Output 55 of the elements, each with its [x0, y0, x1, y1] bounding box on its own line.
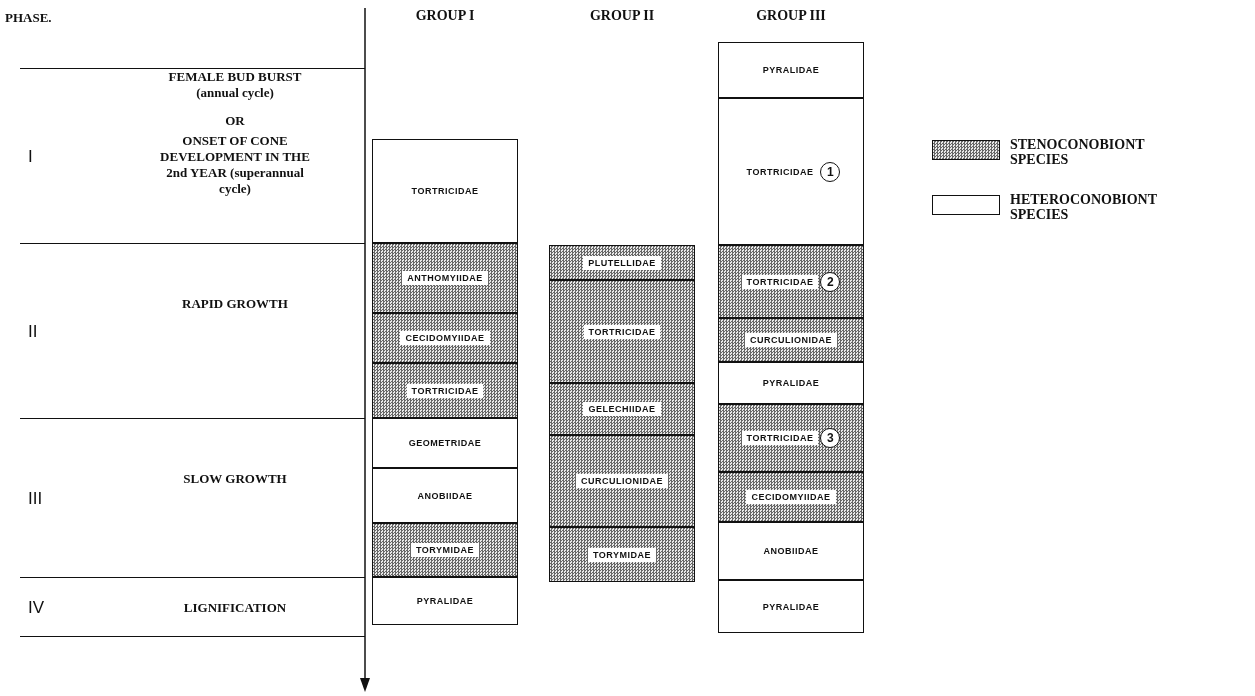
family-name: TORTRICIDAE — [741, 431, 819, 445]
family-name: TORTRICIDAE — [406, 383, 484, 398]
family-name: CECIDOMYIIDAE — [746, 490, 836, 504]
family-name: CECIDOMYIIDAE — [400, 331, 490, 345]
family-box — [372, 468, 518, 523]
shaded-family-box — [549, 245, 695, 280]
family-box — [718, 522, 864, 580]
family-box — [372, 139, 518, 243]
phase-description: FEMALE BUD BURST (annual cycle) — [167, 69, 303, 101]
shaded-family-box — [372, 313, 518, 363]
family-name: TORTRICIDAE — [741, 274, 819, 289]
family-box — [718, 42, 864, 98]
group-heading: GROUP I — [414, 8, 476, 24]
family-box — [718, 580, 864, 633]
family-name: CURCULIONIDAE — [576, 474, 668, 488]
shaded-family-box — [718, 404, 864, 472]
phase-row — [20, 577, 365, 637]
phase-description: RAPID GROWTH — [181, 296, 289, 312]
shaded-family-box — [549, 280, 695, 383]
legend-label: STENOCONOBIONT SPECIES — [1010, 137, 1146, 167]
phase-number: II — [28, 321, 38, 342]
legend-label: HETEROCONOBIONT SPECIES — [1010, 192, 1158, 222]
column-heading: PHASE. — [5, 10, 52, 26]
shaded-family-box — [372, 363, 518, 418]
shaded-family-box — [718, 318, 864, 362]
family-box — [372, 418, 518, 468]
phase-number: IV — [28, 598, 45, 618]
shaded-family-box — [549, 527, 695, 582]
group-heading: GROUP III — [755, 8, 827, 24]
circled-number: 2 — [820, 271, 841, 292]
shaded-family-box — [718, 245, 864, 318]
circled-number: 3 — [820, 428, 841, 448]
group-heading: GROUP II — [588, 8, 656, 24]
shaded-family-box — [718, 472, 864, 522]
family-name: TORYMIDAE — [588, 547, 656, 562]
phase-description: ONSET OF CONE DEVELOPMENT IN THE 2nd YEAR (superannual cycle) — [160, 133, 310, 197]
family-box — [372, 577, 518, 625]
family-name: TORYMIDAE — [411, 543, 479, 557]
family-name: PLUTELLIDAE — [583, 255, 661, 270]
phase-number: I — [28, 146, 33, 167]
shaded-family-box — [372, 243, 518, 313]
phase-description: OR — [224, 113, 246, 129]
phase-description: LIGNIFICATION — [182, 600, 288, 616]
family-box — [718, 98, 864, 245]
shaded-family-box — [549, 383, 695, 435]
family-name: TORTRICIDAE — [583, 324, 661, 339]
family-name: GELECHIIDAE — [583, 402, 661, 416]
shaded-family-box — [549, 435, 695, 527]
phase-number: III — [28, 488, 43, 509]
family-name: ANTHOMYIIDAE — [402, 271, 488, 285]
shaded-family-box — [372, 523, 518, 577]
family-box — [718, 362, 864, 404]
family-name: CURCULIONIDAE — [745, 333, 837, 347]
circled-number: 1 — [820, 161, 841, 182]
phase-description: SLOW GROWTH — [182, 471, 288, 487]
